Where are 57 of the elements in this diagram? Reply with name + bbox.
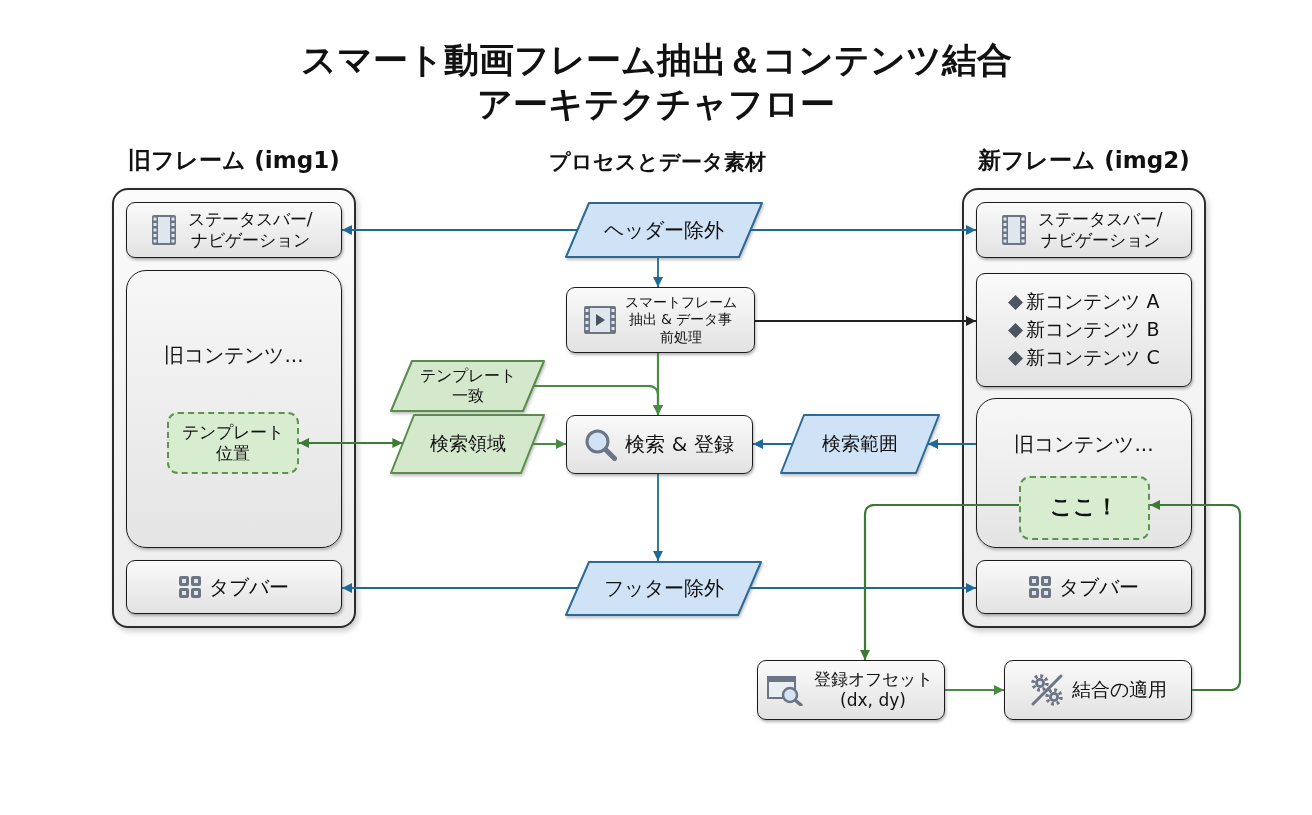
process-box [757,660,945,720]
arrow [1150,500,1242,692]
ui-section-box [126,202,342,258]
node-text: ここ！ [1050,494,1118,521]
arrow [860,503,1019,660]
arrow [945,685,1004,695]
list-item-text: 新コンテンツ B [1026,317,1160,342]
node-text: タブバー [1059,574,1139,600]
process-box [1004,660,1192,720]
process-box [566,415,753,474]
arrow [534,384,663,415]
data-parallelogram [390,414,545,474]
arrow [653,473,663,562]
column-heading: プロセスとデータ素材 [548,149,766,175]
data-parallelogram [565,202,763,258]
node-text: 検索領域 [429,432,506,456]
arrow [341,225,578,235]
node-text: 検索範囲 [822,432,898,456]
data-parallelogram [390,360,545,412]
content-area-box [976,398,1192,548]
arrow [341,583,579,593]
node-text: 旧コンテンツ... [1014,432,1154,457]
content-list-box [976,273,1192,387]
process-box [566,287,755,353]
arrow [653,257,663,288]
arrow [749,583,977,593]
arrow [750,225,977,235]
list-item-text: 新コンテンツ C [1026,345,1160,370]
column-heading: 新フレーム (img2) [978,146,1190,174]
arrow [752,439,793,449]
double-arrow [299,438,403,448]
node-text: テンプレート位置 [180,421,285,464]
node-text: ヘッダー除外 [604,217,724,243]
arrow [927,439,977,449]
arrow [533,439,566,449]
column-heading: 旧フレーム (img1) [128,146,340,174]
template-region-box [166,411,299,474]
node-text: タブバー [209,574,289,600]
node-text: ステータスバー/ナビゲーション [186,209,314,251]
node-text: 検索 & 登録 [625,432,734,457]
node-text: 旧コンテンツ... [164,343,304,368]
list-item-text: 新コンテンツ A [1026,289,1160,314]
data-parallelogram [565,561,762,616]
node-text: フッター除外 [603,576,724,601]
ui-section-box [976,202,1192,258]
content-area-box [126,270,342,548]
node-text: ステータスバー/ナビゲーション [1036,209,1164,251]
arrow [755,316,976,326]
node-text: 登録オフセット (dx, dy) [812,669,934,711]
ui-section-box [126,560,342,614]
template-region-box [1018,475,1150,540]
node-text: 結合の適用 [1071,678,1167,702]
node-text: テンプレート一致 [418,366,517,406]
data-parallelogram [780,414,940,474]
ui-section-box [976,560,1192,614]
diagram-title: スマート動画フレーム抽出＆コンテンツ結合アーキテクチャフロー [299,39,1013,126]
node-text: スマートフレーム抽出 & データ事前処理 [623,294,738,346]
